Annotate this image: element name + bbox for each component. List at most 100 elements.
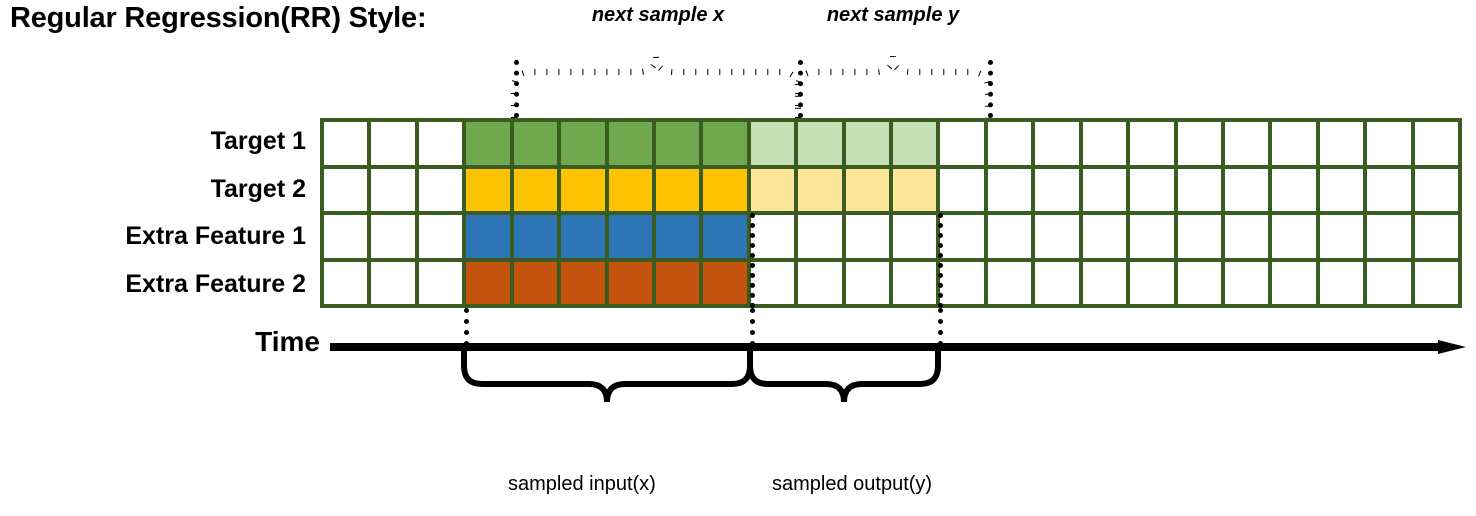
guide-line-output-end-grid — [938, 213, 943, 308]
grid-cell — [655, 215, 700, 258]
grid-cell — [1082, 215, 1127, 258]
grid-cell — [750, 261, 795, 304]
grid-cell — [1177, 215, 1221, 258]
time-axis-arrow — [330, 340, 1466, 354]
grid-cell — [324, 168, 368, 211]
grid-cell — [513, 168, 558, 211]
grid-cell — [466, 261, 510, 304]
grid-cell — [845, 122, 889, 165]
grid-cell — [418, 215, 463, 258]
label-next-sample-y: next sample y — [826, 4, 960, 26]
grid-cell — [1414, 215, 1458, 258]
label-next-sample-x: next sample x — [591, 4, 725, 26]
guide-line-input-end-grid — [750, 213, 755, 308]
row-label-target-2: Target 2 — [210, 174, 306, 203]
grid-cell — [561, 215, 605, 258]
grid-cell — [798, 261, 842, 304]
grid-cell — [750, 215, 795, 258]
grid-cell — [1272, 215, 1316, 258]
grid-cell — [466, 215, 510, 258]
grid-cell — [1177, 168, 1221, 211]
grid-cell — [1414, 261, 1458, 304]
note-output-line-1: sampled output(y) — [772, 473, 933, 495]
grid-cell — [703, 122, 747, 165]
grid-cell — [1224, 122, 1269, 165]
guide-line-next-x-start — [514, 60, 519, 118]
grid-cell — [1035, 215, 1079, 258]
grid-cell — [1035, 261, 1079, 304]
grid-cell — [513, 261, 558, 304]
grid-cell — [513, 122, 558, 165]
grid-cell — [1414, 122, 1458, 165]
guide-line-input-start — [464, 308, 469, 346]
grid-cell — [940, 215, 984, 258]
grid-cell — [1082, 122, 1127, 165]
grid-cell — [940, 168, 984, 211]
grid-cell — [466, 122, 510, 165]
grid-cell — [1224, 261, 1269, 304]
timeline-grid — [320, 118, 1462, 308]
grid-cell — [1035, 168, 1079, 211]
grid-cell — [418, 122, 463, 165]
guide-line-next-xy-split — [798, 60, 803, 118]
grid-cell — [845, 215, 889, 258]
grid-cell — [1272, 122, 1316, 165]
grid-cell — [324, 261, 368, 304]
grid-cell — [703, 168, 747, 211]
grid-cell — [655, 122, 700, 165]
grid-cell — [750, 168, 795, 211]
grid-cell — [1272, 261, 1316, 304]
grid-cell — [1130, 215, 1174, 258]
grid-cell — [893, 122, 937, 165]
grid-cell — [324, 122, 368, 165]
grid-cell — [1177, 261, 1221, 304]
grid-cell — [608, 168, 652, 211]
guide-line-input-end — [750, 308, 755, 346]
grid-cell — [798, 215, 842, 258]
grid-cell — [608, 261, 652, 304]
grid-cell — [371, 261, 415, 304]
grid-cell — [987, 168, 1032, 211]
grid-cell — [371, 122, 415, 165]
guide-line-output-end — [938, 308, 943, 346]
grid-cell — [418, 261, 463, 304]
note-input-line-1: sampled input(x) — [508, 473, 656, 495]
grid-cell — [418, 168, 463, 211]
grid-cell — [1130, 168, 1174, 211]
grid-cell — [893, 261, 937, 304]
grid-cell — [1224, 215, 1269, 258]
grid-cell — [1082, 261, 1127, 304]
grid-cell — [1130, 261, 1174, 304]
grid-cell — [1319, 215, 1364, 258]
grid-cell — [845, 168, 889, 211]
grid-cell — [561, 168, 605, 211]
grid-cell — [1224, 168, 1269, 211]
grid-cell — [371, 215, 415, 258]
grid-cell — [1367, 122, 1411, 165]
grid-cell — [655, 261, 700, 304]
note-sampled-input: sampled input(x) lookback=6 input_featur… — [508, 422, 698, 516]
grid-cell — [371, 168, 415, 211]
grid-cell — [1130, 122, 1174, 165]
grid-cell — [561, 261, 605, 304]
grid-cell — [1177, 122, 1221, 165]
grid-cell — [798, 122, 842, 165]
grid-cell — [940, 122, 984, 165]
row-label-extra-feature-1: Extra Feature 1 — [125, 222, 306, 250]
grid-cell — [466, 168, 510, 211]
grid-cell — [703, 215, 747, 258]
grid-cell — [608, 215, 652, 258]
grid-cell — [940, 261, 984, 304]
row-label-target-1: Target 1 — [210, 127, 306, 155]
row-label-extra-feature-2: Extra Feature 2 — [125, 269, 306, 298]
grid-cell — [655, 168, 700, 211]
grid-cell — [798, 168, 842, 211]
grid-cell — [561, 122, 605, 165]
grid-cell — [608, 122, 652, 165]
grid-cell — [513, 215, 558, 258]
grid-cell — [987, 215, 1032, 258]
grid-cell — [1414, 168, 1458, 211]
grid-cell — [1367, 261, 1411, 304]
grid-cell — [1319, 261, 1364, 304]
